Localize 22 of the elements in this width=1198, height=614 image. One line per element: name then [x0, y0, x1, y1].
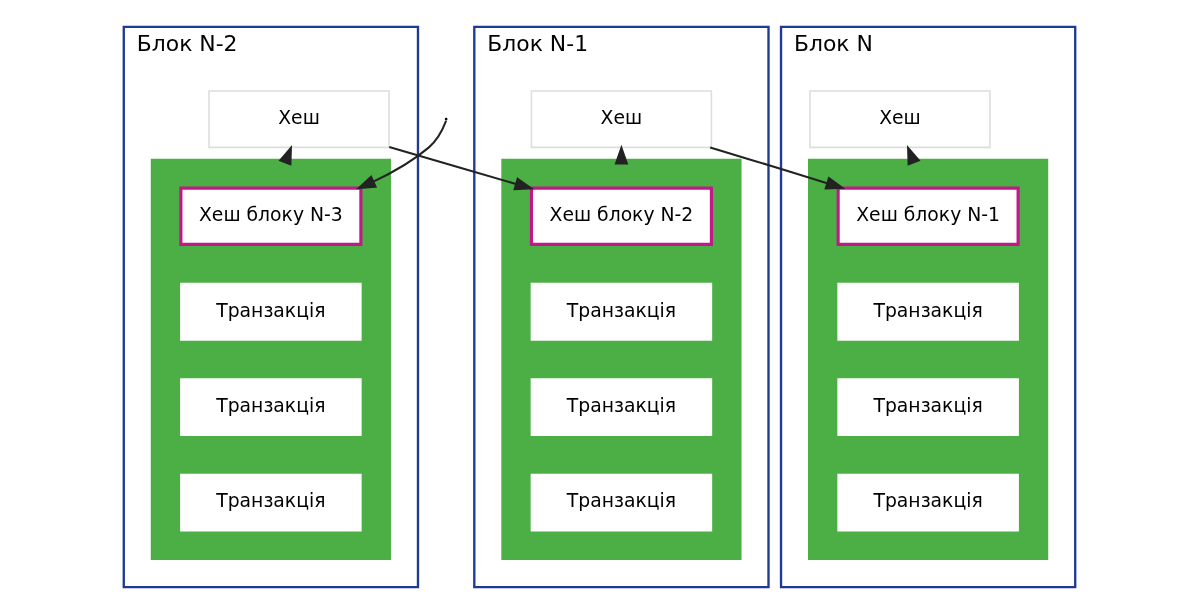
- cluster: [150, 158, 391, 561]
- node-box: Транзакція: [530, 378, 712, 437]
- arrow: [614, 144, 628, 165]
- node-box: Транзакція: [530, 282, 712, 341]
- node-box: Хеш блоку N-3: [178, 186, 362, 246]
- cluster: [500, 158, 741, 561]
- node-box: Транзакція: [530, 473, 712, 532]
- arrow: [355, 120, 447, 190]
- cluster: [807, 158, 1048, 561]
- node-box: Транзакція: [179, 282, 362, 341]
- node-box: Транзакція: [836, 473, 1019, 532]
- node-box: Хеш: [808, 90, 991, 149]
- node-box: Хеш: [207, 90, 390, 149]
- node-box: Транзакція: [179, 473, 362, 532]
- node-box: Хеш блоку N-1: [836, 186, 1020, 246]
- node-box: Транзакція: [836, 378, 1019, 437]
- arrow: [709, 146, 845, 190]
- node-box: Транзакція: [179, 378, 362, 437]
- node-box: Транзакція: [836, 282, 1019, 341]
- node-box: Хеш блоку N-2: [529, 186, 713, 246]
- node-box: Хеш: [530, 90, 712, 149]
- arrow: [388, 146, 534, 191]
